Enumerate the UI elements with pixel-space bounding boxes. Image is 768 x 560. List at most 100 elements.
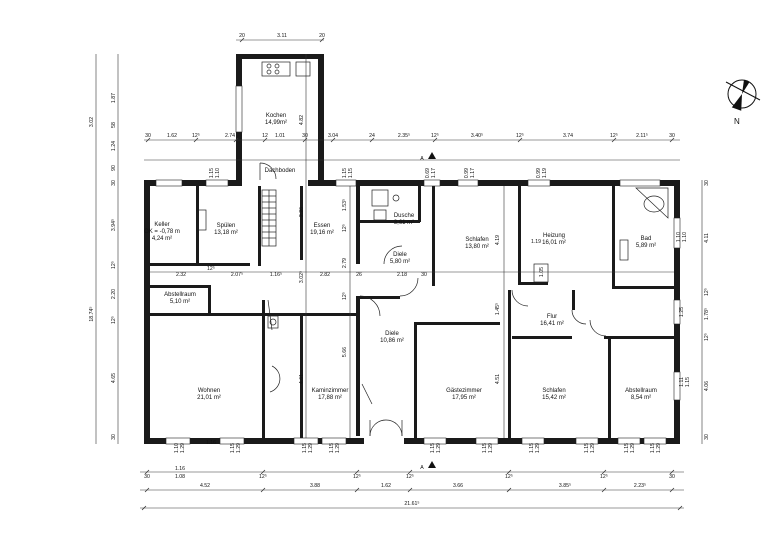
room-name: Schlafen (542, 388, 565, 394)
dimension-ticks (141, 37, 683, 511)
dim-label: 30 (144, 474, 150, 480)
dimension-tick (517, 137, 523, 143)
window-label: 1.10 (682, 232, 688, 242)
dim-label: 2.74 (225, 133, 235, 139)
dim-label: 3.94⁵ (111, 219, 117, 231)
window-label: 0.69 (425, 168, 431, 178)
section-mark-top: A (420, 156, 424, 162)
room-area: 17,88 m² (318, 395, 342, 401)
window-label: 1.17 (431, 168, 437, 178)
dim-label: 58 (111, 122, 117, 128)
room-name: Kochen (266, 113, 286, 119)
room-name: Wohnen (198, 388, 220, 394)
dimension-tick (506, 469, 512, 475)
room-area: 15,42 m² (542, 395, 566, 401)
window-label: 1.29 (180, 443, 186, 453)
dim-label: 12⁵ (600, 474, 608, 480)
dim-label: 30 (704, 434, 710, 440)
window-label: 0.99 (536, 168, 542, 178)
window-label: 1.29 (488, 443, 494, 453)
dim-label: 3.88 (310, 483, 320, 489)
dimension-tick (144, 469, 150, 475)
dimension-tick (669, 487, 675, 493)
window-label: 1.10 (676, 232, 682, 242)
dim-label: 12⁵ (704, 333, 710, 341)
window-label: 1.10 (174, 443, 180, 453)
dim-label: 18.74⁵ (89, 306, 95, 321)
dim-label: 30 (704, 180, 710, 186)
room-area: 5,10 m² (170, 299, 190, 305)
dim-label: 26 (356, 272, 362, 278)
dimension-tick (669, 137, 675, 143)
window-label: 1.29 (236, 443, 242, 453)
dim-label: 2.20 (111, 289, 117, 299)
window-label: 1.15 (430, 443, 436, 453)
dim-label: 12⁵ (342, 224, 348, 232)
window-label: 1.19 (542, 168, 548, 178)
dim-label: 3.66 (453, 483, 463, 489)
room-name: Kaminzimmer (312, 388, 349, 394)
room-name: Gästezimmer (446, 388, 482, 394)
room-name: Flur (547, 314, 557, 320)
room-name: Diele (393, 252, 407, 258)
room-area: 5,80 m² (390, 259, 410, 265)
dim-label: 3.02⁵ (299, 271, 305, 283)
dimension-tick (141, 505, 147, 511)
room-area: 10,86 m² (380, 338, 404, 344)
dim-label: 1.87 (111, 93, 117, 103)
dim-label: 1.78⁵ (704, 308, 710, 320)
window-label: 1.29 (436, 443, 442, 453)
dim-label: 30 (111, 180, 117, 186)
window-label: 1.15 (685, 377, 691, 387)
dim-label: 2.82 (320, 272, 330, 278)
room-name: Diele (385, 331, 399, 337)
room-area: 13,18 m² (214, 230, 238, 236)
section-markers: A A (420, 152, 436, 471)
dimension-tick (262, 137, 268, 143)
dim-label: 12⁵ (406, 474, 414, 480)
room-name: Essen (314, 223, 331, 229)
room-area: 5,89 m² (636, 243, 656, 249)
window-label: 1.11 (679, 377, 685, 387)
dim-label: 12⁵ (505, 474, 513, 480)
dimension-tick (601, 487, 607, 493)
dim-label: 1.45⁵ (495, 303, 501, 315)
dim-label: 1.01 (275, 133, 285, 139)
dim-label: 5.66 (342, 347, 348, 357)
window-label: 1.10 (215, 168, 221, 178)
dim-label: 4.06 (704, 381, 710, 391)
dim-label: 12⁵ (431, 133, 439, 139)
room-name: Dusche (394, 213, 415, 219)
dimension-tick (319, 37, 325, 43)
dim-label: 1.62 (167, 133, 177, 139)
dimension-tick (407, 469, 413, 475)
dim-label: 4.61 (299, 374, 305, 384)
room-name: Dachboden (265, 168, 296, 174)
room-area: 4,24 m² (152, 236, 172, 242)
dim-label: 2.18 (397, 272, 407, 278)
window-label: 1.29 (656, 443, 662, 453)
window-label: 1.15 (342, 168, 348, 178)
windows (155, 85, 681, 446)
window-label: 1.15 (624, 443, 630, 453)
dim-label: 12⁵ (192, 133, 200, 139)
dim-label: 20 (319, 33, 325, 39)
dimension-tick (354, 469, 360, 475)
window-label: 1.29 (630, 443, 636, 453)
dimension-tick (330, 137, 336, 143)
window-label: 1.15 (329, 443, 335, 453)
room-area: 19,16 m² (310, 230, 334, 236)
dim-label: 2.26 (299, 207, 305, 217)
dim-label: 24 (369, 133, 375, 139)
dim-label: 1.08 (175, 474, 185, 480)
room-area: 16,01 m² (542, 240, 566, 246)
dim-label: 2.07⁵ (231, 272, 243, 278)
room-area: 21,01 m² (197, 395, 221, 401)
window-label: 1.15 (302, 443, 308, 453)
room-area: 8,54 m² (631, 395, 651, 401)
dimension-tick (260, 487, 266, 493)
dimension-tick (144, 487, 150, 493)
dimension-tick (145, 137, 151, 143)
dim-label: 30 (111, 434, 117, 440)
